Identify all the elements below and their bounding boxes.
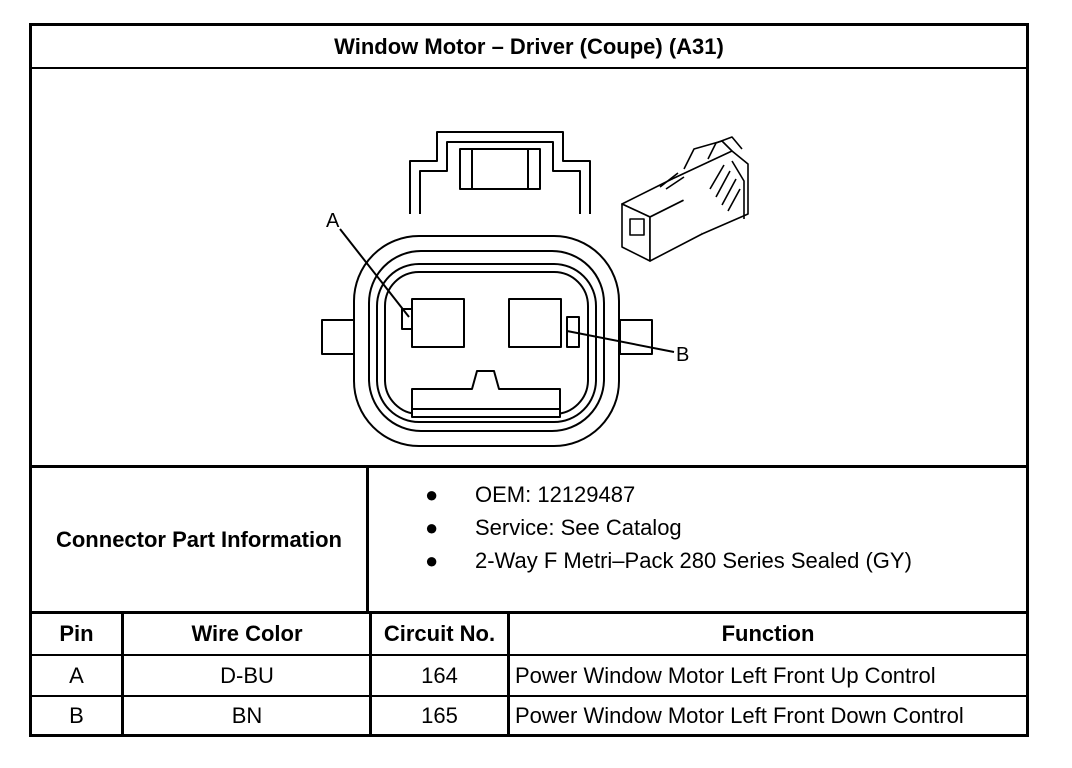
table-cell-function: Power Window Motor Left Front Down Contr…: [515, 703, 964, 728]
connector-info-sheet: Window Motor – Driver (Coupe) (A31): [29, 23, 1029, 737]
connector-description: 2-Way F Metri–Pack 280 Series Sealed (GY…: [475, 548, 912, 573]
table-divider: [32, 695, 1026, 697]
sheet-title: Window Motor – Driver (Coupe) (A31): [32, 26, 1026, 69]
pin-label-b: B: [676, 344, 689, 366]
table-cell-wire-color: BN: [231, 703, 263, 728]
table-cell-circuit: 164: [421, 662, 458, 688]
table-divider: [32, 654, 1026, 656]
bullet-icon: ●: [425, 482, 439, 507]
table-divider: [507, 614, 510, 734]
wire-color-header: Wire Color: [191, 621, 303, 646]
connector-part-info-label: Connector Part Information: [32, 468, 369, 611]
connector-key-notch: [411, 370, 561, 414]
connector-drawing: A B: [32, 69, 1026, 465]
bullet-icon: ●: [425, 548, 439, 573]
pin-table: Pin Wire Color Circuit No. Function A D-…: [32, 614, 1026, 734]
connector-right-ear: [619, 319, 653, 355]
bullet-icon: ●: [425, 515, 439, 540]
pin-header: Pin: [59, 621, 94, 646]
leader-line-b: [566, 330, 675, 353]
table-cell-wire-color: D-BU: [220, 662, 274, 688]
table-cell-pin: A: [69, 662, 84, 688]
connector-left-ear: [321, 319, 357, 355]
connector-latch-slot: [459, 148, 541, 190]
oem-part-number: OEM: 12129487: [475, 482, 636, 507]
table-cell-pin: B: [69, 703, 84, 728]
table-divider: [369, 614, 372, 734]
list-item: ● 2-Way F Metri–Pack 280 Series Sealed (G…: [369, 544, 1019, 577]
connector-part-info: Connector Part Information ● OEM: 1212948…: [32, 465, 1026, 614]
pin-label-a: A: [326, 210, 340, 232]
connector-latch: [409, 131, 591, 214]
list-item: ● Service: See Catalog: [369, 511, 1019, 544]
connector-face-illustration: A B: [321, 131, 749, 447]
pin-cavity-a: [411, 298, 465, 348]
connector-latch-inner: [419, 141, 581, 214]
circuit-no-header: Circuit No.: [383, 621, 496, 646]
leader-line-a: [339, 228, 410, 318]
table-divider: [121, 614, 124, 734]
pin-cavity-b: [508, 298, 562, 348]
connector-3d-view: [621, 136, 749, 262]
table-cell-circuit: 165: [421, 703, 458, 728]
list-item: ● OEM: 12129487: [369, 478, 1019, 511]
service-part: Service: See Catalog: [475, 515, 682, 540]
connector-part-info-list: ● OEM: 12129487 ● Service: See Catalog ● 2-…: [369, 478, 1019, 577]
table-cell-function: Power Window Motor Left Front Up Control: [515, 662, 936, 688]
function-header: Function: [721, 621, 815, 646]
